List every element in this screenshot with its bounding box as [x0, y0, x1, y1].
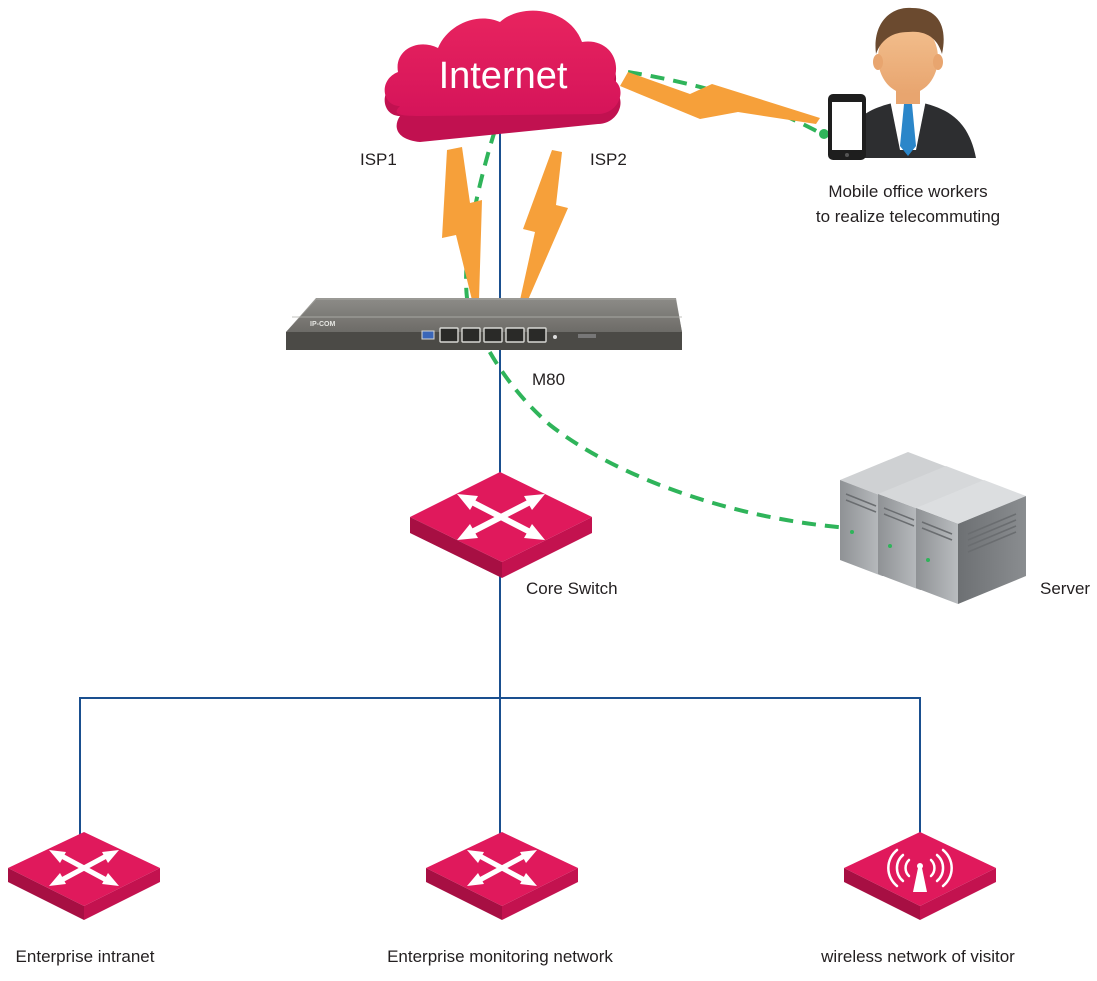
lightning-isp2 — [520, 150, 568, 300]
internet-label: Internet — [439, 55, 568, 97]
monitoring-switch-icon — [426, 832, 578, 920]
intranet-switch-icon — [8, 832, 160, 920]
router-label: M80 — [532, 370, 565, 389]
lightning-isp1 — [442, 147, 482, 300]
intranet-label: Enterprise intranet — [16, 947, 155, 966]
vpn-endpoint-mobile — [819, 129, 829, 139]
lightning-mobile — [620, 72, 820, 124]
core-switch-label: Core Switch — [526, 579, 618, 598]
router-brand: IP-COM — [310, 321, 335, 328]
wireless-label: wireless network of visitor — [820, 947, 1015, 966]
monitoring-label: Enterprise monitoring network — [387, 947, 613, 966]
server-label: Server — [1040, 579, 1090, 598]
mobile-worker-icon — [828, 7, 976, 160]
isp1-label: ISP1 — [360, 150, 397, 169]
mobile-workers-line1: Mobile office workers — [828, 182, 987, 201]
router-m80 — [286, 298, 682, 350]
mobile-workers-line2: to realize telecommuting — [816, 207, 1000, 226]
wired-links — [79, 122, 921, 842]
internet-cloud — [384, 10, 621, 143]
server-icon — [840, 452, 1026, 604]
wireless-access-point-icon — [844, 832, 996, 920]
core-switch-icon — [410, 472, 592, 578]
isp2-label: ISP2 — [590, 150, 627, 169]
